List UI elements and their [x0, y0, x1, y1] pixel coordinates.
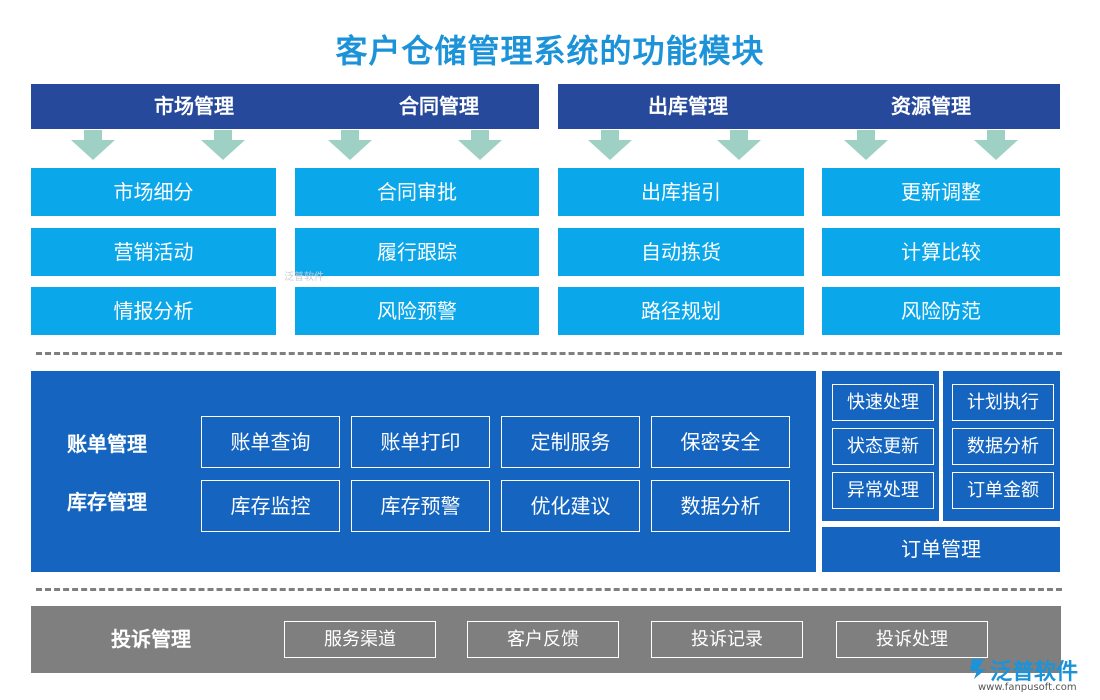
contract-item: 风险预警: [295, 287, 539, 335]
outbound-item: 出库指引: [558, 168, 804, 216]
fanpu-logo-icon: [970, 659, 986, 679]
complaint-feature: 投诉记录: [651, 621, 803, 658]
complaint-feature: 客户反馈: [467, 621, 619, 658]
market-item: 情报分析: [31, 287, 276, 335]
down-arrow-icon: [717, 130, 761, 160]
billing-feature: 账单打印: [351, 416, 490, 468]
header-outbound: 出库管理: [648, 94, 728, 118]
order-management-label: 订单管理: [822, 527, 1060, 572]
inventory-label: 库存管理: [67, 490, 147, 514]
down-arrow-icon: [201, 130, 245, 160]
logo-url: www.fanpusoft.com: [978, 682, 1077, 693]
complaint-bar: 投诉管理 服务渠道 客户反馈 投诉记录 投诉处理: [31, 606, 1061, 673]
contract-item: 履行跟踪: [295, 228, 539, 276]
inventory-feature: 优化建议: [501, 480, 640, 532]
order-panel-right: 计划执行 数据分析 订单金额: [943, 371, 1060, 521]
outbound-item: 自动拣货: [558, 228, 804, 276]
down-arrow-icon: [328, 130, 372, 160]
down-arrow-icon: [458, 130, 502, 160]
divider-top: [36, 352, 1062, 355]
divider-bottom: [36, 588, 1062, 591]
outbound-item: 路径规划: [558, 287, 804, 335]
down-arrow-icon: [844, 130, 888, 160]
inventory-feature: 库存预警: [351, 480, 490, 532]
resource-item: 风险防范: [822, 287, 1060, 335]
header-resource: 资源管理: [891, 94, 971, 118]
inventory-feature: 库存监控: [201, 480, 340, 532]
order-feature: 快速处理: [832, 384, 934, 421]
order-feature: 订单金额: [952, 472, 1054, 509]
order-feature: 状态更新: [832, 428, 934, 465]
resource-item: 计算比较: [822, 228, 1060, 276]
billing-feature: 定制服务: [501, 416, 640, 468]
complaint-feature: 服务渠道: [284, 621, 436, 658]
contract-item: 合同审批: [295, 168, 539, 216]
order-feature: 计划执行: [952, 384, 1054, 421]
header-bar-left: 市场管理 合同管理: [31, 84, 539, 129]
inventory-feature: 数据分析: [651, 480, 790, 532]
market-item: 营销活动: [31, 228, 276, 276]
header-bar-right: 出库管理 资源管理: [558, 84, 1060, 129]
billing-feature: 账单查询: [201, 416, 340, 468]
billing-label: 账单管理: [67, 432, 147, 456]
order-panel-left: 快速处理 状态更新 异常处理: [822, 371, 939, 521]
billing-feature: 保密安全: [651, 416, 790, 468]
complaint-feature: 投诉处理: [836, 621, 988, 658]
watermark: 泛普软件: [284, 272, 324, 283]
down-arrow-icon: [974, 130, 1018, 160]
order-feature: 异常处理: [832, 472, 934, 509]
resource-item: 更新调整: [822, 168, 1060, 216]
logo-name: 泛普软件: [990, 660, 1079, 685]
order-feature: 数据分析: [952, 428, 1054, 465]
brand-logo: 泛普软件 www.fanpusoft.com: [968, 654, 1096, 696]
billing-inventory-panel: 账单管理 库存管理 账单查询 账单打印 定制服务 保密安全 库存监控 库存预警 …: [31, 371, 816, 572]
header-contract: 合同管理: [399, 94, 479, 118]
down-arrow-icon: [71, 130, 115, 160]
header-market: 市场管理: [154, 94, 234, 118]
page-title: 客户仓储管理系统的功能模块: [335, 32, 765, 70]
market-item: 市场细分: [31, 168, 276, 216]
down-arrow-icon: [588, 130, 632, 160]
complaint-label: 投诉管理: [111, 627, 191, 651]
